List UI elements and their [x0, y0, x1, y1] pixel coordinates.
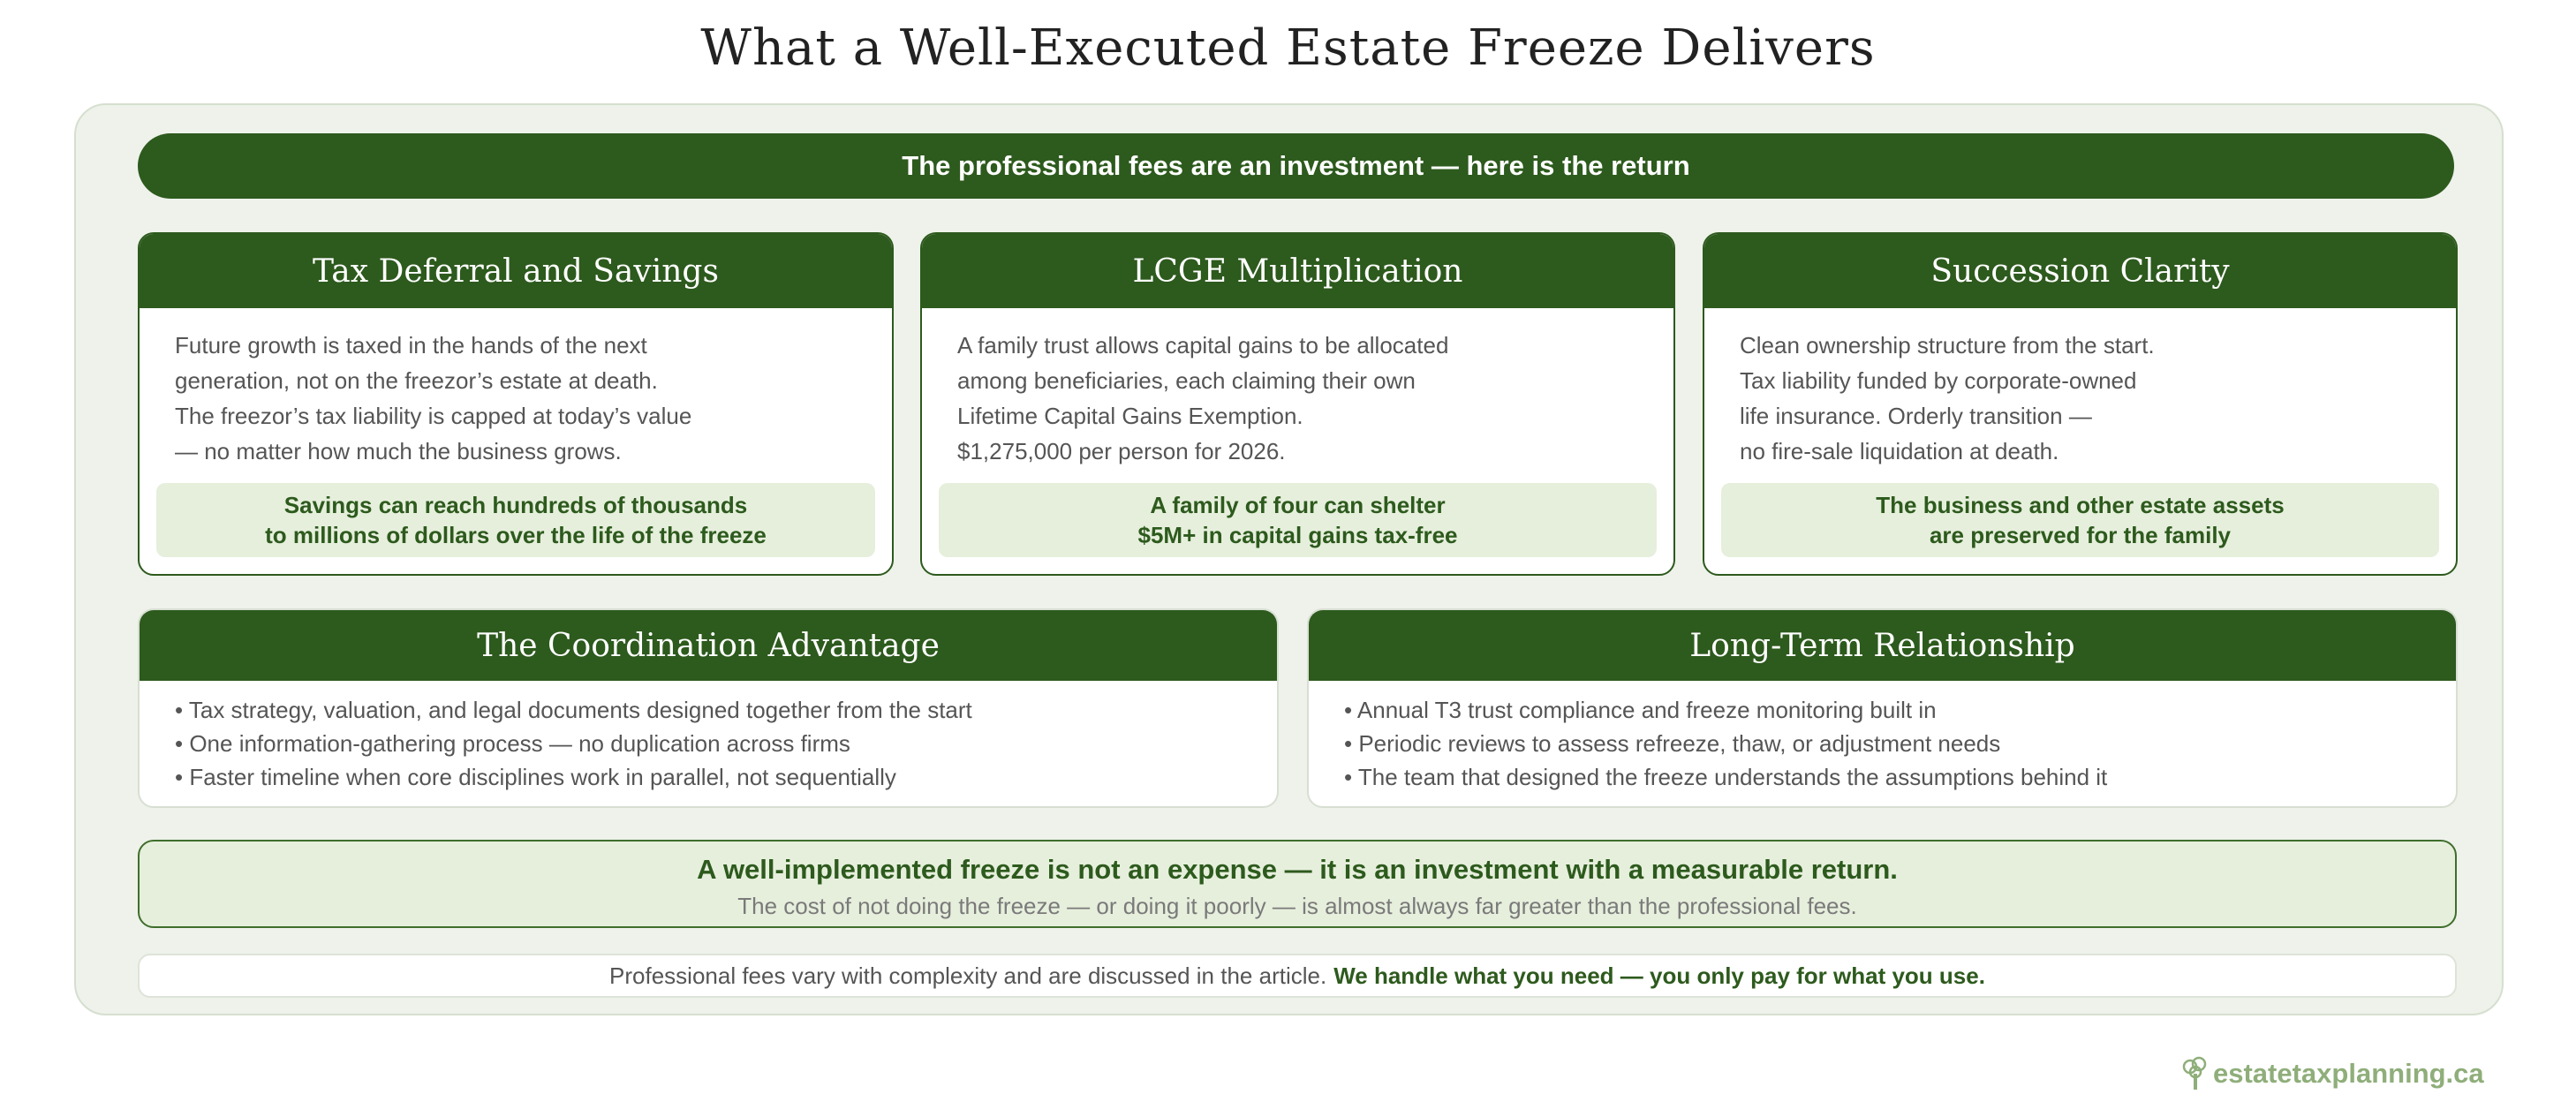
footnote-text: Professional fees vary with complexity a… — [609, 962, 1327, 989]
page-title: What a Well-Executed Estate Freeze Deliv… — [700, 19, 1876, 77]
callout-line: Savings can reach hundreds of thousands — [283, 492, 748, 518]
card-text-line: Lifetime Capital Gains Exemption. — [957, 403, 1303, 429]
callout-line: $5M+ in capital gains tax-free — [1137, 522, 1458, 548]
bullet-item: • One information-gathering process — no… — [175, 730, 850, 757]
card-text-line: The freezor’s tax liability is capped at… — [175, 403, 692, 429]
summary-box: A well-implemented freeze is not an expe… — [138, 840, 2457, 928]
bullet-item: • Annual T3 trust compliance and freeze … — [1344, 697, 1937, 723]
tree-icon — [2182, 1056, 2207, 1090]
card-heading: The Coordination Advantage — [140, 610, 1277, 681]
card-text-line: Clean ownership structure from the start… — [1740, 332, 2155, 358]
investment-banner: The professional fees are an investment … — [138, 133, 2454, 199]
card-text-line: A family trust allows capital gains to b… — [957, 332, 1449, 358]
card-heading: LCGE Multiplication — [922, 234, 1673, 308]
card-body: • Tax strategy, valuation, and legal doc… — [140, 681, 1277, 794]
card-callout: Savings can reach hundreds of thousands … — [156, 483, 875, 557]
bullet-item: • Faster timeline when core disciplines … — [175, 764, 896, 790]
card-text-line: life insurance. Orderly transition — — [1740, 403, 2092, 429]
card-text-line: no fire-sale liquidation at death. — [1740, 438, 2059, 464]
bullet-item: • The team that designed the freeze unde… — [1344, 764, 2108, 790]
card-text-line: $1,275,000 per person for 2026. — [957, 438, 1286, 464]
card-text-line: among beneficiaries, each claiming their… — [957, 367, 1416, 394]
card-body: A family trust allows capital gains to b… — [922, 308, 1673, 469]
card-heading: Long-Term Relationship — [1309, 610, 2456, 681]
callout-line: are preserved for the family — [1929, 522, 2232, 548]
callout-line: to millions of dollars over the life of … — [265, 522, 767, 548]
footnote-emphasis: We handle what you need — you only pay f… — [1333, 962, 1985, 989]
brand-logo: estatetaxplanning.ca — [2181, 1056, 2484, 1091]
bullet-item: • Periodic reviews to assess refreeze, t… — [1344, 730, 2001, 757]
card-callout: The business and other estate assets are… — [1721, 483, 2439, 557]
callout-line: A family of four can shelter — [1150, 492, 1446, 518]
fees-footnote: Professional fees vary with complexity a… — [138, 954, 2457, 998]
card-body: Clean ownership structure from the start… — [1704, 308, 2456, 469]
card-succession-clarity: Succession Clarity Clean ownership struc… — [1703, 232, 2458, 576]
card-text-line: Tax liability funded by corporate-owned — [1740, 367, 2137, 394]
card-lcge-multiplication: LCGE Multiplication A family trust allow… — [920, 232, 1675, 576]
card-coordination-advantage: The Coordination Advantage • Tax strateg… — [138, 608, 1279, 808]
brand-name: estatetaxplanning.ca — [2213, 1058, 2484, 1089]
card-text-line: Future growth is taxed in the hands of t… — [175, 332, 647, 358]
card-heading: Tax Deferral and Savings — [140, 234, 892, 308]
bullet-item: • Tax strategy, valuation, and legal doc… — [175, 697, 972, 723]
card-text-line: — no matter how much the business grows. — [175, 438, 622, 464]
summary-subline: The cost of not doing the freeze — or do… — [737, 893, 1857, 919]
card-body: • Annual T3 trust compliance and freeze … — [1309, 681, 2456, 794]
summary-headline: A well-implemented freeze is not an expe… — [697, 854, 1898, 885]
card-body: Future growth is taxed in the hands of t… — [140, 308, 892, 469]
card-text-line: generation, not on the freezor’s estate … — [175, 367, 658, 394]
card-heading: Succession Clarity — [1704, 234, 2456, 308]
card-tax-deferral: Tax Deferral and Savings Future growth i… — [138, 232, 894, 576]
card-long-term-relationship: Long-Term Relationship • Annual T3 trust… — [1307, 608, 2458, 808]
callout-line: The business and other estate assets — [1876, 492, 2285, 518]
card-callout: A family of four can shelter $5M+ in cap… — [939, 483, 1657, 557]
